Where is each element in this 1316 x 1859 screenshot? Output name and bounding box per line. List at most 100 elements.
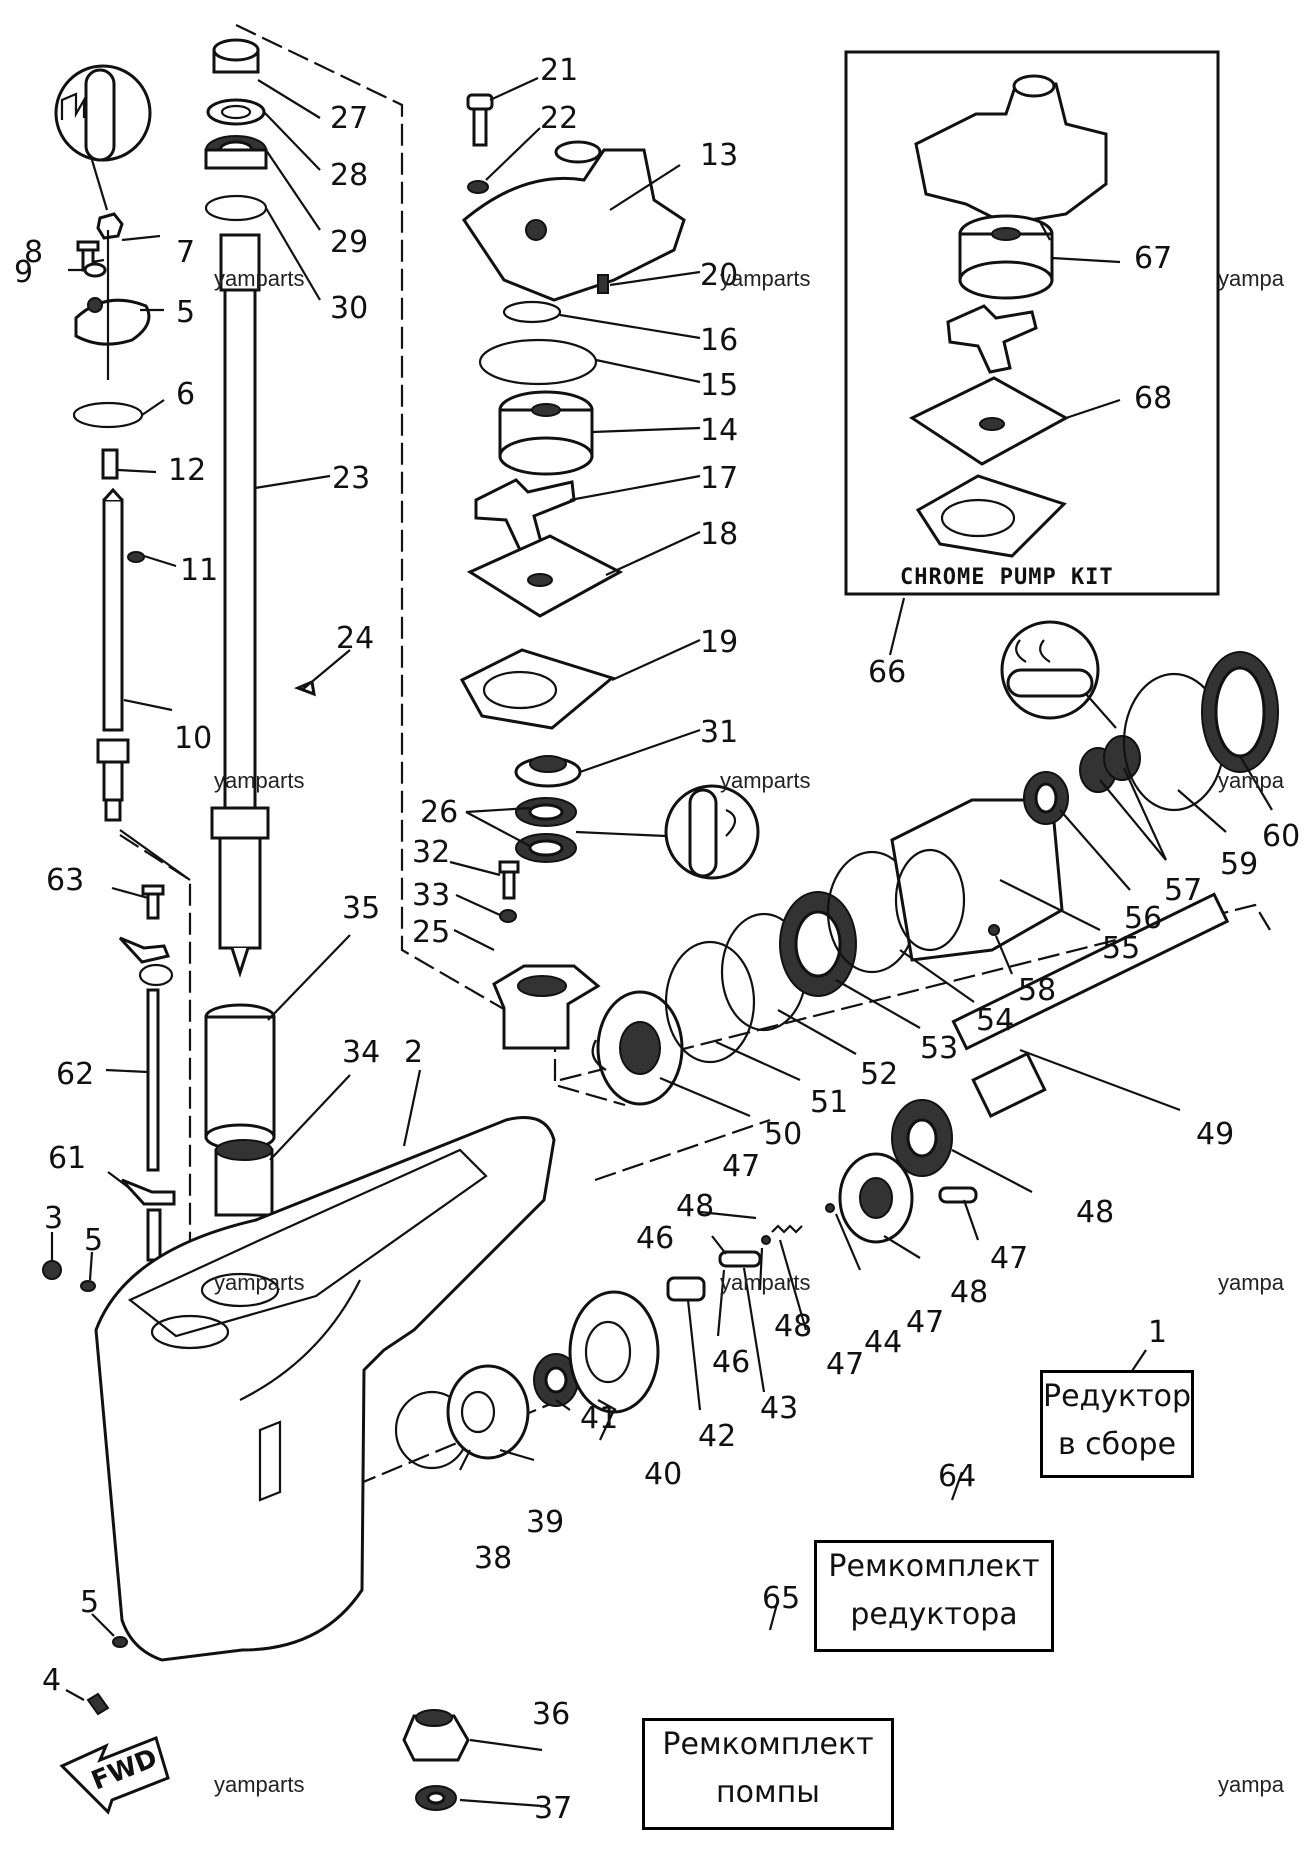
watermark-yamparts-3: yamparts xyxy=(214,768,304,793)
part-33-bolt xyxy=(502,868,516,900)
callout-5a: 5 xyxy=(84,1223,103,1258)
part-8-nut xyxy=(96,212,124,240)
part-61-seal-b xyxy=(1103,735,1141,781)
part-31-o-ring xyxy=(204,194,268,222)
callout-19: 18 xyxy=(700,517,738,552)
part-kit-impeller xyxy=(946,304,1038,374)
callout-4: 4 xyxy=(42,1663,61,1698)
callout-35: 34 xyxy=(342,1035,380,1070)
callout-26: 25 xyxy=(412,915,450,950)
part-43-clutch xyxy=(666,1276,706,1302)
callout-37: 36 xyxy=(532,1697,570,1732)
callout-2: 2 xyxy=(404,1035,423,1070)
callout-70: 66 xyxy=(868,655,906,690)
callout-29: 28 xyxy=(330,158,368,193)
watermark-yampa-4: yampa xyxy=(1218,1772,1285,1797)
chrome-pump-kit-label: CHROME PUMP KIT xyxy=(900,565,1114,590)
part-20-gasket xyxy=(459,648,616,730)
callout-7: 6 xyxy=(176,377,195,412)
callout-33: 32 xyxy=(412,835,450,870)
chrome-pump-kit-frame xyxy=(844,50,1220,596)
callout-42: 41 xyxy=(580,1401,618,1436)
pump-repair-kit-box: Ремкомплект помпы xyxy=(642,1718,894,1830)
callout-27: 26 xyxy=(420,795,458,830)
part-5-gasket-a xyxy=(80,1280,96,1292)
callout-46a: 46 xyxy=(636,1221,674,1256)
callout-62: 58 xyxy=(1018,973,1056,1008)
callout-9: 8 xyxy=(24,235,43,270)
callout-51: 48 xyxy=(950,1275,988,1310)
part-50-circlip xyxy=(591,1039,607,1071)
part-21-pin xyxy=(597,274,609,294)
callout-24: 23 xyxy=(332,461,370,496)
callout-18: 17 xyxy=(700,461,738,496)
callout-53: 49 xyxy=(1196,1117,1234,1152)
callout-23: 22 xyxy=(540,101,578,136)
callout-67: 63 xyxy=(46,863,84,898)
callout-28: 27 xyxy=(330,101,368,136)
callout-68: 64 xyxy=(938,1459,976,1494)
fwd-arrow xyxy=(59,1736,170,1815)
callout-38: 37 xyxy=(534,1791,572,1826)
part-22-bolt xyxy=(472,103,488,147)
callout-57: 53 xyxy=(920,1031,958,1066)
part-23-washer xyxy=(467,180,489,194)
part-53-propeller-shaft xyxy=(951,892,1230,1051)
callout-30: 29 xyxy=(330,225,368,260)
part-36-sleeve xyxy=(204,1015,276,1139)
part-37-pinion-gear xyxy=(402,1714,470,1762)
part-65-rod xyxy=(146,1208,162,1262)
callout-20: 19 xyxy=(700,625,738,660)
callout-45: 44 xyxy=(864,1325,902,1360)
part-kit-gasket xyxy=(915,474,1067,558)
drive-shaft-group xyxy=(204,38,316,1217)
watermark-yampa-3: yampa xyxy=(1218,1270,1285,1295)
callout-47b: 47 xyxy=(826,1347,864,1382)
part-62-pin xyxy=(988,924,1000,936)
part-34-washer xyxy=(499,909,517,923)
callout-49: 47 xyxy=(990,1241,1028,1276)
callout-36: 35 xyxy=(342,891,380,926)
gearcase-assembly-line1: Редуктор xyxy=(1043,1379,1192,1414)
callout-56: 52 xyxy=(860,1057,898,1092)
callout-55: 51 xyxy=(810,1085,848,1120)
callout-61: 57 xyxy=(1164,873,1202,908)
chrome-pump-kit-contents xyxy=(908,74,1108,558)
part-kit-housing xyxy=(914,82,1108,226)
callout-11: 10 xyxy=(174,721,212,756)
part-16-o-ring xyxy=(478,338,598,386)
part-3-plug xyxy=(42,1260,62,1280)
leader-70 xyxy=(888,597,906,656)
callout-8: 7 xyxy=(176,235,195,270)
callout-1: 1 xyxy=(1148,1315,1167,1350)
watermark-yamparts-4: yamparts xyxy=(720,768,810,793)
callout-46b: 46 xyxy=(712,1345,750,1380)
watermark-yamparts-6: yamparts xyxy=(720,1270,810,1295)
callout-21: 20 xyxy=(700,258,738,293)
callout-60: 56 xyxy=(1124,901,1162,936)
part-59-bearing-housing xyxy=(890,798,1064,962)
callout-34: 33 xyxy=(412,878,450,913)
callout-6: 5 xyxy=(176,295,195,330)
watermark-yampa-2: yampa xyxy=(1218,768,1285,793)
pump-repair-kit-line2: помпы xyxy=(716,1775,820,1810)
pump-repair-kit-line1: Ремкомплект xyxy=(662,1727,874,1762)
callout-13: 12 xyxy=(168,453,206,488)
callout-54: 50 xyxy=(764,1117,802,1152)
watermark-yamparts-5: yamparts xyxy=(214,1270,304,1295)
callout-41: 40 xyxy=(644,1457,682,1492)
part-18-impeller xyxy=(474,478,576,552)
part-17-o-ring xyxy=(502,300,562,324)
callout-25: 24 xyxy=(336,621,374,656)
part-2-lower-casing xyxy=(94,1116,556,1662)
lower-casing-group: FWD xyxy=(42,1116,556,1815)
callout-47a: 47 xyxy=(906,1305,944,1340)
callout-71: 67 xyxy=(1134,241,1172,276)
part-47-ball-b xyxy=(825,1203,835,1213)
callout-43: 42 xyxy=(698,1419,736,1454)
part-12-clip xyxy=(127,551,145,563)
part-6-shift-lever xyxy=(74,298,151,346)
gearcase-repair-kit-line2: редуктора xyxy=(850,1597,1018,1632)
watermark-yamparts-7: yamparts xyxy=(214,1772,304,1797)
